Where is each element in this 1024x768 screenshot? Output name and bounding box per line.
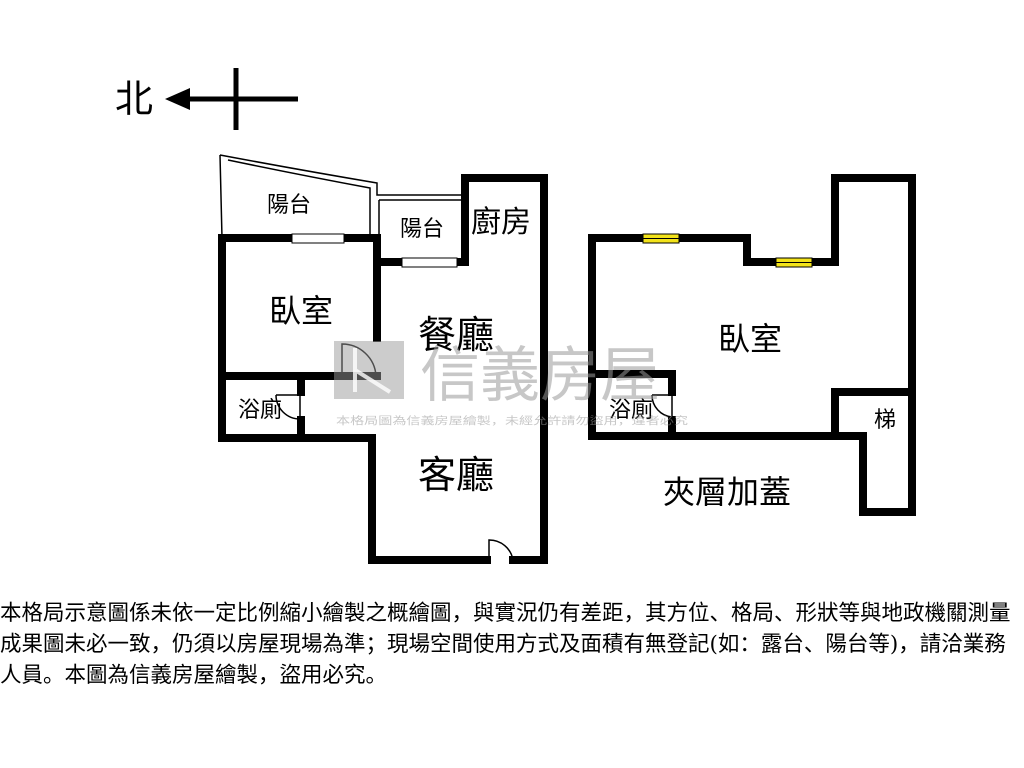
room-label-bathroom: 浴廁 [238,398,282,423]
disclaimer-text: 本格局示意圖係未依一定比例縮小繪製之概繪圖，與實況仍有差距，其方位、格局、形狀等… [0,601,1011,688]
upper-wall-bath [588,370,676,440]
watermark: 信義房屋 本格局圖為信義房屋繪製，未經允許請勿盜用，違者必究 [334,341,689,427]
mezzanine-label: 夾層加蓋 [663,473,791,511]
room-label-upper-bedroom: 臥室 [718,320,782,358]
room-label-dining: 餐廳 [418,313,494,357]
lower-wall-outline [218,174,548,564]
room-label-bedroom: 臥室 [269,292,333,330]
room-label-kitchen: 廚房 [471,205,531,240]
upper-wall-stair [831,388,916,440]
room-label-living: 客廳 [418,453,494,497]
entry-door-swing [488,539,514,561]
compass-arrow-icon [165,88,190,110]
room-label-balcony-west: 陽台 [267,193,311,218]
watermark-logo-mark [353,348,392,394]
watermark-small-text: 本格局圖為信義房屋繪製，未經允許請勿盜用，違者必究 [336,414,689,427]
balcony-west-outline [219,154,462,239]
lower-floor: 陽台 陽台 廚房 臥室 餐廳 浴廁 客廳 [218,154,548,564]
bathroom-door-swing [275,394,301,420]
window-mid-balcony [401,257,458,268]
floor-plan: 北 陽台 陽台 廚房 臥室 餐廳 浴廁 客廳 [115,68,916,564]
room-label-upper-bathroom: 浴廁 [609,398,653,423]
balcony-west-outline-inner [227,159,371,238]
watermark-logo-icon [334,341,404,399]
watermark-logo-text: 信義房屋 [420,341,660,411]
upper-bath-door-swing [651,394,673,418]
north-label: 北 [115,77,153,121]
north-compass: 北 [115,68,298,130]
window-west-balcony [291,233,345,244]
upper-floor: 臥室 浴廁 梯 夾層加蓋 [588,174,916,516]
upper-wall-outline [588,174,916,516]
room-label-balcony-mid: 陽台 [400,217,444,242]
room-label-stairs: 梯 [874,408,896,433]
